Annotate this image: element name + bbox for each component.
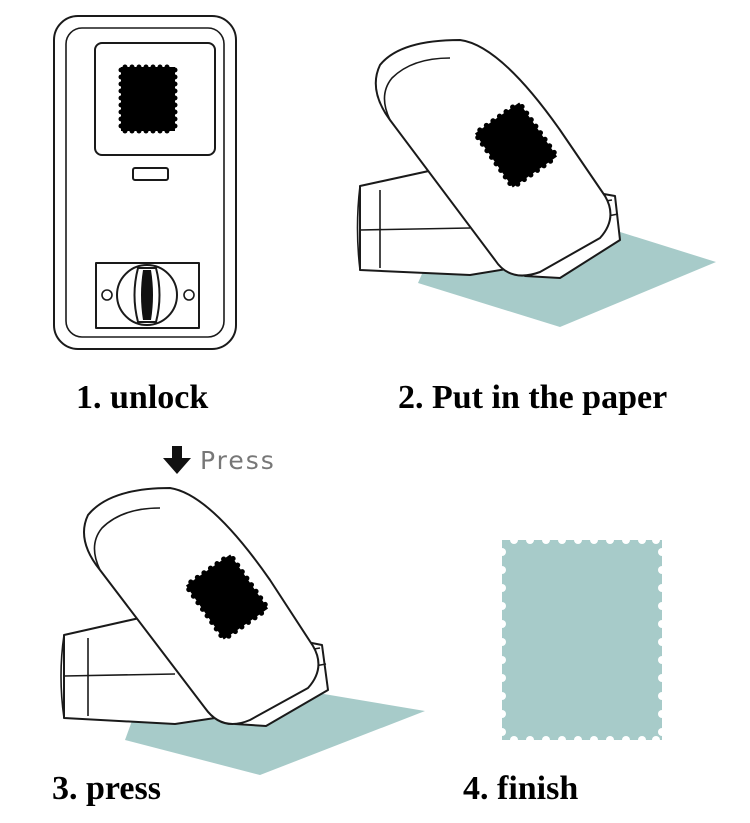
arrow-down-icon bbox=[163, 446, 191, 474]
lock-knob-icon bbox=[116, 264, 178, 326]
step-2-caption: 2. Put in the paper bbox=[398, 379, 668, 416]
step-3-caption: 3. press bbox=[52, 770, 161, 807]
stamp-shape-icon bbox=[185, 554, 269, 640]
step-4-caption: 4. finish bbox=[463, 770, 579, 807]
stamp-shape-icon bbox=[498, 536, 666, 744]
press-label: Press bbox=[200, 446, 276, 475]
step-1-caption: 1. unlock bbox=[76, 379, 209, 416]
stamp-shape-icon bbox=[474, 102, 558, 188]
stamp-shape-icon bbox=[118, 64, 178, 134]
